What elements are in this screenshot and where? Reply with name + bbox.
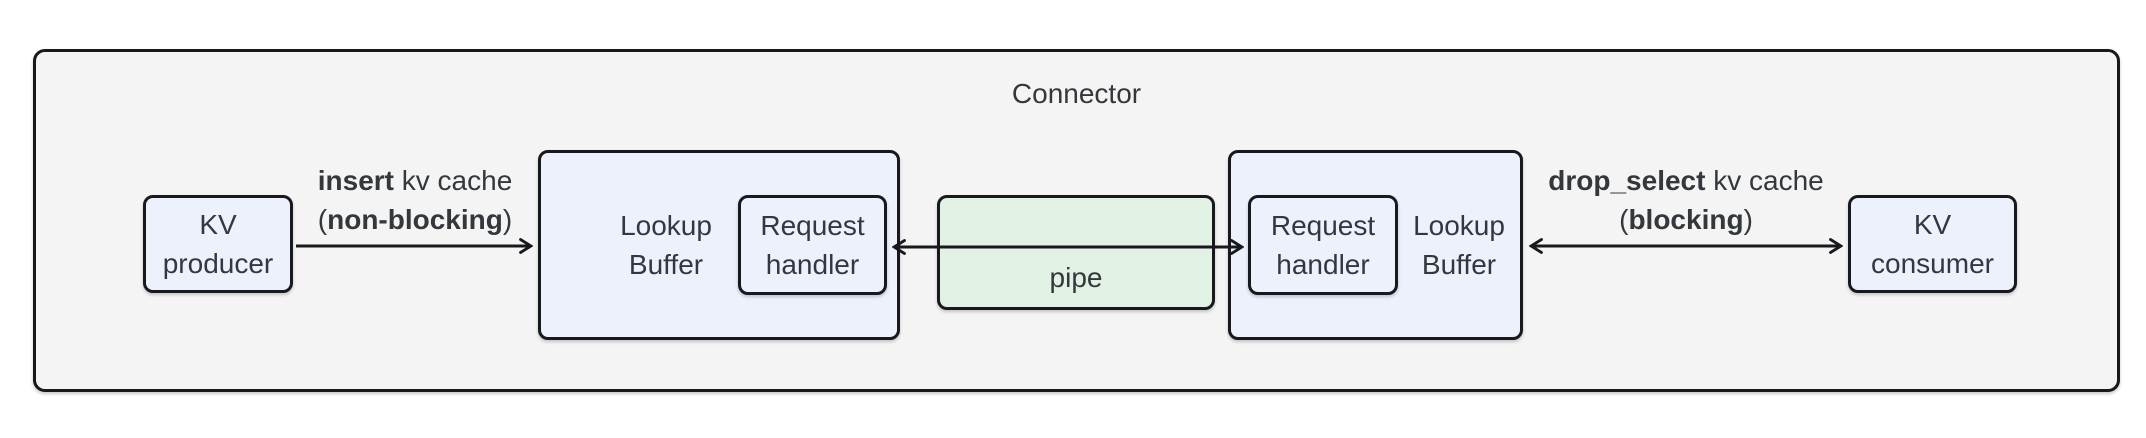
drop-select-verb: drop_select [1548,165,1706,196]
kv-producer-label: KV producer [162,209,274,279]
drop-select-suffix: kv cache [1705,165,1824,196]
lookup-buffer-left-label: Lookup Buffer [620,210,712,280]
lookup-buffer-left-node: Lookup Buffer Request handler [538,150,900,340]
drop-select-paren-open: ( [1619,204,1629,235]
drop-select-edge-label-line2: (blocking) [1521,200,1851,239]
kv-consumer-label: KV consumer [1871,209,1994,279]
insert-edge-label-line1: insert kv cache [280,161,550,200]
pipe-label-zone: pipe [940,247,1212,307]
request-handler-right-node: Request handler [1248,195,1398,295]
lookup-buffer-right-node: Request handler Lookup Buffer [1228,150,1523,340]
kv-consumer-node: KV consumer [1848,195,2017,293]
drop-select-edge-label-line1: drop_select kv cache [1521,161,1851,200]
insert-paren-open: ( [317,204,328,235]
connector-title: Connector [1011,78,1142,109]
insert-mode: non-blocking [327,204,503,235]
drop-select-mode: blocking [1628,204,1744,235]
request-handler-right-label: Request handler [1270,210,1376,280]
insert-suffix: kv cache [393,165,513,196]
drop-select-paren-close: ) [1743,204,1753,235]
insert-paren-close: ) [502,204,513,235]
request-handler-left-label: Request handler [760,210,865,280]
request-handler-left-node: Request handler [738,195,887,295]
pipe-label: pipe [1049,261,1103,293]
pipe-node: pipe [937,195,1215,310]
lookup-buffer-right-label-zone: Lookup Buffer [1398,153,1520,337]
lookup-buffer-right-label: Lookup Buffer [1413,210,1505,280]
drop-select-edge-label: drop_select kv cache (blocking) [1521,161,1851,239]
lookup-buffer-left-label-zone: Lookup Buffer [541,153,791,337]
insert-edge-label: insert kv cache (non-blocking) [280,161,550,239]
insert-verb: insert [317,165,394,196]
kv-producer-node: KV producer [143,195,293,293]
insert-edge-label-line2: (non-blocking) [280,200,550,239]
